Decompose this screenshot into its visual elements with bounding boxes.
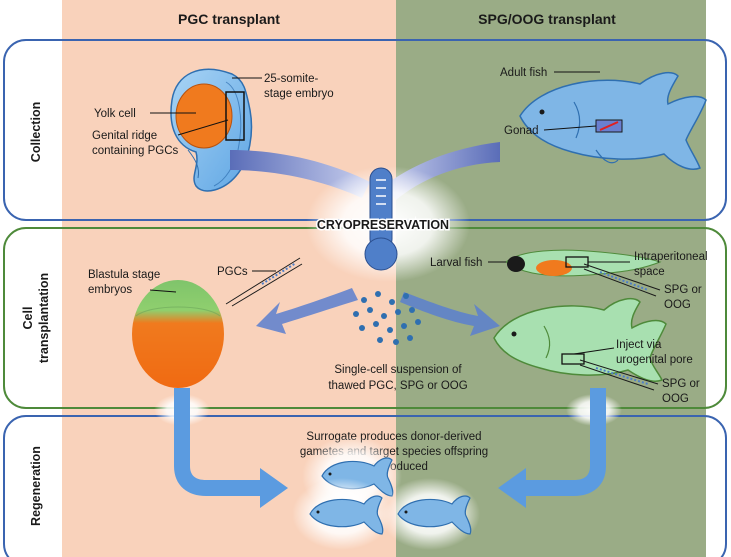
intraperitoneal-label-line1: Intraperitoneal <box>634 251 708 263</box>
larval-fish-illustration <box>505 249 662 277</box>
intraperitoneal-label-line2: space <box>634 266 665 278</box>
offspring-fish <box>292 436 480 550</box>
embryo-label-line1: 25-somite- <box>264 73 318 85</box>
inject-label-line1: Inject via <box>616 339 662 351</box>
yolk-cell <box>175 83 233 149</box>
regeneration-arrow-left <box>174 388 288 508</box>
pgcs-label: PGCs <box>217 266 248 278</box>
cell-suspension-dots <box>353 291 421 345</box>
adult-fish-illustration <box>519 71 707 170</box>
suspension-label-line2: thawed PGC, SPG or OOG <box>328 380 467 392</box>
row-label-cell: Cell <box>21 307 35 330</box>
larval-yolk <box>536 260 572 276</box>
spg-oog-1-line1: SPG or <box>664 284 702 296</box>
larval-needle-icon <box>583 263 661 297</box>
blastula-leader <box>149 289 177 293</box>
genital-ridge-label-line2: containing PGCs <box>92 145 179 157</box>
spg-oog-1-line2: OOG <box>664 299 691 311</box>
adult-fish-label: Adult fish <box>500 67 547 79</box>
inject-leader <box>573 347 615 355</box>
blastula-label-line1: Blastula stage <box>88 269 160 281</box>
left-column-header: PGC transplant <box>178 11 280 27</box>
green-fish-illustration <box>493 297 667 382</box>
suspension-label-line1: Single-cell suspension of <box>334 364 462 376</box>
row-label-collection: Collection <box>29 102 43 162</box>
spg-oog-2-line1: SPG or <box>662 378 700 390</box>
genital-leader <box>177 119 229 136</box>
cryopreservation-label: CRYOPRESERVATION <box>317 218 449 232</box>
blastula-embryo-illustration <box>132 280 224 388</box>
right-column-header: SPG/OOG transplant <box>478 11 616 27</box>
regeneration-arrow-right <box>498 388 606 508</box>
yolk-cell-label: Yolk cell <box>94 108 136 120</box>
transplant-arrow-left <box>256 288 358 334</box>
gonad-label: Gonad <box>504 125 539 137</box>
regeneration-row-frame <box>3 415 727 557</box>
transplant-arrow-right <box>400 292 500 336</box>
adult-needle-icon <box>579 359 659 391</box>
row-label-transplantation: transplantation <box>37 273 51 363</box>
thermometer-icon <box>364 167 398 271</box>
inject-label-line2: urogenital pore <box>616 354 693 366</box>
spg-oog-2-line2: OOG <box>662 393 689 405</box>
genital-ridge-label-line1: Genital ridge <box>92 130 157 142</box>
embryo-label-line2: stage embryo <box>264 88 334 100</box>
row-label-regeneration: Regeneration <box>29 446 43 526</box>
pgc-needle-icon <box>225 257 303 307</box>
urogenital-box <box>561 353 585 365</box>
genital-ridge-box <box>225 91 245 141</box>
gonad-leader <box>543 125 597 131</box>
blastula-label-line2: embryos <box>88 284 132 296</box>
larval-fish-label: Larval fish <box>430 257 482 269</box>
